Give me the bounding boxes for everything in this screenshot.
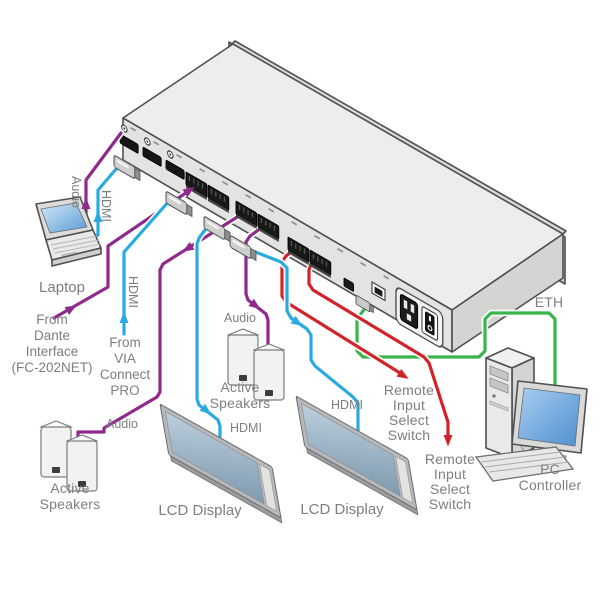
hdmi-plug bbox=[165, 191, 193, 218]
cable-hdmi-out-2 bbox=[231, 240, 362, 437]
cable-remote-1 bbox=[278, 244, 404, 377]
arrow-via-hdmi bbox=[119, 311, 129, 323]
cable-hdmi-out-1 bbox=[193, 222, 224, 441]
speakers-left-label: Active Speakers bbox=[40, 480, 101, 512]
svg-text:Select: Select bbox=[430, 481, 470, 497]
svg-text:(FC-202NET): (FC-202NET) bbox=[11, 360, 92, 375]
speakers-mid-label: Active Speakers bbox=[210, 379, 271, 411]
laptop-audio-label: Audio bbox=[69, 176, 83, 208]
lcd-display-1 bbox=[159, 404, 283, 524]
cable-audio-out-left bbox=[74, 210, 246, 450]
svg-text:Controller: Controller bbox=[519, 477, 582, 493]
laptop-hdmi-label: HDMI bbox=[99, 190, 113, 222]
svg-text:VIA: VIA bbox=[114, 351, 136, 366]
power-module bbox=[395, 287, 444, 348]
eth-label: ETH bbox=[535, 294, 564, 310]
labels: Laptop Audio HDMI HDMI From Dante Interf… bbox=[11, 176, 581, 519]
device-side-face bbox=[451, 233, 564, 353]
arrow-hdmi-out-2 bbox=[290, 315, 303, 327]
pc-label: PC Controller bbox=[519, 461, 582, 493]
svg-text:Switch: Switch bbox=[388, 427, 430, 443]
lcd1-label: LCD Display bbox=[158, 502, 242, 519]
arrow-remote-2 bbox=[443, 435, 453, 447]
cable-via-hdmi bbox=[120, 196, 174, 338]
lcd2-label: LCD Display bbox=[300, 501, 384, 518]
svg-text:Connect: Connect bbox=[100, 367, 151, 382]
svg-text:Remote: Remote bbox=[425, 451, 475, 467]
pc-controller bbox=[474, 347, 588, 482]
audio-jack-port-2 bbox=[142, 137, 162, 167]
svg-text:From: From bbox=[36, 312, 68, 327]
dante-label: From Dante Interface (FC-202NET) bbox=[11, 312, 92, 375]
ethernet-port bbox=[371, 281, 386, 302]
switcher-device bbox=[119, 40, 567, 353]
active-speakers-left bbox=[39, 420, 99, 492]
pc-keyboard bbox=[474, 446, 575, 482]
speaker bbox=[226, 328, 260, 386]
cable-audio-out-mid bbox=[242, 222, 272, 356]
audio-mid-label: Audio bbox=[224, 311, 256, 325]
arrow-audio-out-mid bbox=[248, 298, 261, 310]
pc-monitor-screen bbox=[517, 387, 581, 447]
terminal-block bbox=[207, 184, 230, 213]
svg-text:Input: Input bbox=[434, 466, 466, 482]
remote2-label: Remote Input Select Switch bbox=[425, 451, 475, 512]
lcd-screen bbox=[164, 410, 265, 505]
direction-arrows bbox=[64, 186, 453, 447]
terminal-blocks bbox=[185, 171, 332, 278]
hdmi2-label: HDMI bbox=[331, 398, 363, 412]
audio-left-label: Audio bbox=[106, 417, 138, 431]
svg-text:Speakers: Speakers bbox=[210, 395, 271, 411]
laptop-screen bbox=[40, 202, 88, 234]
svg-text:Speakers: Speakers bbox=[40, 496, 101, 512]
speaker bbox=[252, 343, 286, 401]
active-speakers-mid bbox=[226, 328, 286, 401]
hdmi-plug bbox=[229, 235, 257, 262]
hdmi-plugs bbox=[113, 155, 257, 262]
mini-connector bbox=[343, 277, 354, 292]
hdmi1-label: HDMI bbox=[230, 421, 262, 435]
laptop-label: Laptop bbox=[39, 279, 85, 296]
svg-text:Active: Active bbox=[50, 480, 89, 496]
svg-text:Select: Select bbox=[389, 412, 429, 428]
arrow-hdmi-out-1 bbox=[199, 403, 212, 415]
svg-text:From: From bbox=[109, 335, 141, 350]
svg-text:PC: PC bbox=[540, 461, 560, 477]
lcd-display-2 bbox=[295, 396, 419, 516]
arrow-dante bbox=[64, 305, 77, 315]
speaker bbox=[65, 434, 99, 492]
hdmi-plug bbox=[203, 216, 231, 243]
terminal-block bbox=[257, 213, 280, 242]
arrow-remote-1 bbox=[396, 369, 409, 379]
svg-text:Interface: Interface bbox=[26, 344, 79, 359]
hdmi-plug bbox=[113, 155, 141, 182]
terminal-block bbox=[309, 249, 332, 278]
svg-text:Input: Input bbox=[393, 397, 425, 413]
arrow-laptop-audio bbox=[81, 197, 91, 209]
svg-text:Switch: Switch bbox=[429, 496, 471, 512]
svg-text:Active: Active bbox=[220, 379, 259, 395]
remote1-label: Remote Input Select Switch bbox=[384, 382, 434, 443]
arrow-audio-out-left bbox=[182, 242, 195, 252]
terminal-block bbox=[235, 200, 258, 229]
terminal-block bbox=[287, 236, 310, 265]
arrow-laptop-hdmi bbox=[93, 210, 103, 222]
audio-jack-port-3 bbox=[165, 150, 185, 180]
eth-plug bbox=[355, 294, 374, 314]
svg-text:Remote: Remote bbox=[384, 382, 434, 398]
via-hdmi-label: HDMI bbox=[126, 276, 140, 308]
lcd-screen bbox=[300, 402, 401, 497]
laptop bbox=[35, 196, 102, 267]
cable-remote-2 bbox=[305, 255, 452, 440]
svg-text:Dante: Dante bbox=[34, 328, 70, 343]
svg-text:PRO: PRO bbox=[110, 383, 139, 398]
port-label-ticks bbox=[130, 127, 390, 280]
via-label: From VIA Connect PRO bbox=[100, 335, 151, 398]
arrow-dante-end bbox=[182, 186, 195, 198]
